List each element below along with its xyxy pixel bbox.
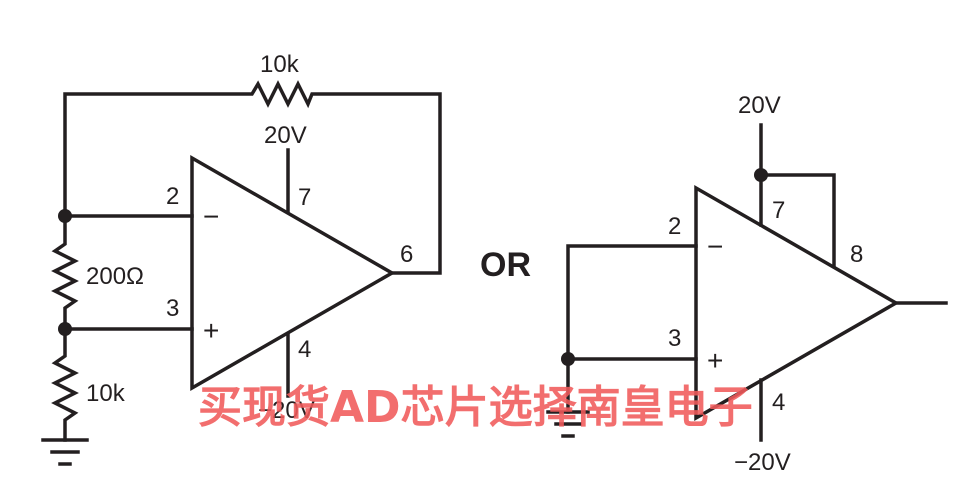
left-pin-vneg-label: 4 [298,336,311,363]
watermark-text: 买现货AD芯片选择南皇电子 [198,382,753,433]
right-pin8-link [759,173,836,268]
left-circuit: 10k 20V 7 2 − 6 200Ω 3 + 4 10k −20V [41,51,442,466]
left-supply-neg-label: −20V [258,397,315,424]
right-pin-vneg-label: 4 [772,389,785,416]
left-10k-resistor [51,327,79,442]
right-supply-pos-label: 20V [738,92,781,119]
left-ground-icon [41,438,89,466]
left-supply-pos-label: 20V [264,122,307,149]
left-pin-noninv-label: 3 [166,295,179,322]
right-pin-noninv-label: 3 [668,325,681,352]
left-200ohm-resistor [51,214,79,331]
right-pin-vpos-label: 7 [772,197,785,224]
left-junction-top [58,209,72,223]
left-feedback-resistor-label: 10k [260,51,300,78]
right-junction-supply [754,168,768,182]
left-pin-inv-label: 2 [166,183,179,210]
left-junction-mid [58,322,72,336]
right-circuit: 20V 7 2 − 8 3 + 4 −20V [546,92,948,476]
right-supply-neg-label: −20V [734,449,791,476]
left-pin-out-label: 6 [400,241,413,268]
right-opamp-triangle [694,184,900,422]
left-pin-vpos-label: 7 [298,184,311,211]
right-junction-ground [561,352,575,366]
right-ground-icon [546,410,590,438]
right-minus-sign: − [707,231,723,262]
left-plus-sign: + [203,315,219,346]
right-pin-extra-label: 8 [850,241,863,268]
or-separator: OR [480,246,531,284]
left-feedback-wire [63,80,442,275]
left-resistor-bottom-label: 10k [86,380,126,407]
right-plus-sign: + [707,345,723,376]
left-opamp-triangle [190,154,396,392]
left-minus-sign: − [203,201,219,232]
right-inv-input-wire [566,244,698,361]
right-pin-inv-label: 2 [668,213,681,240]
left-resistor-mid-label: 200Ω [86,263,144,290]
